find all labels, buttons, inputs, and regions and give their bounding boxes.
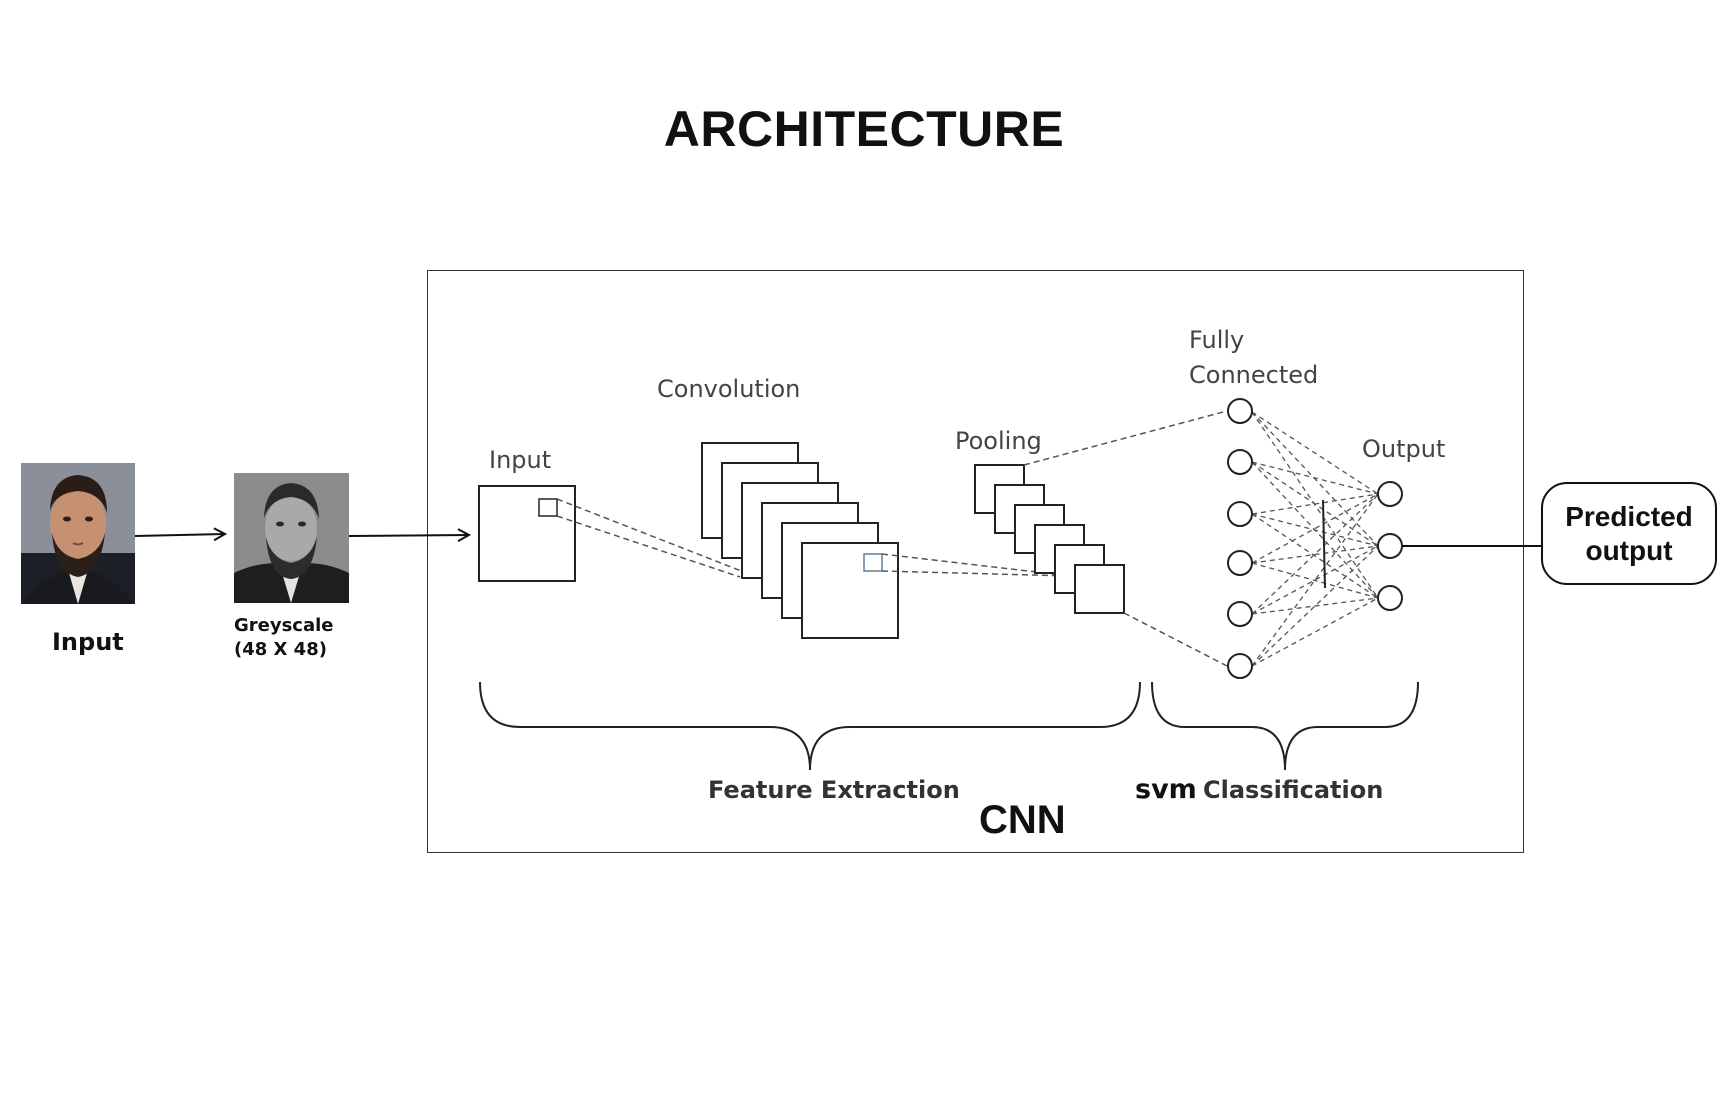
greyscale-label-line1: Greyscale <box>234 615 334 636</box>
cnn-frame <box>427 270 1524 853</box>
predicted-line1: Predicted <box>1565 500 1693 532</box>
classification-brace <box>1151 681 1419 771</box>
convolution-label: Convolution <box>657 375 800 403</box>
output-nodes <box>1377 481 1403 611</box>
cnn-input-label: Input <box>489 446 551 474</box>
greyscale-photo <box>234 473 349 603</box>
input-label: Input <box>52 628 124 656</box>
fully-connected-label-line1: Fully <box>1189 326 1244 354</box>
feature-extraction-label: Feature Extraction <box>708 776 960 804</box>
svm-label: svm <box>1135 774 1197 805</box>
conv-highlight-square <box>863 553 883 572</box>
predicted-line2: output <box>1585 534 1673 566</box>
feature-extraction-brace <box>479 681 1141 771</box>
fully-connected-label-line2: Connected <box>1189 361 1318 389</box>
page-title: ARCHITECTURE <box>663 101 1065 157</box>
pooling-stack <box>974 464 1125 614</box>
fc-to-output-connections <box>1251 411 1379 667</box>
fully-connected-nodes <box>1227 398 1253 679</box>
classification-label: Classification <box>1203 776 1383 804</box>
svm-separator-line <box>1322 499 1326 589</box>
cnn-input-square <box>478 485 576 582</box>
greyscale-label-line2: (48 X 48) <box>234 639 327 660</box>
pool-to-fc-lines <box>1023 410 1228 667</box>
arrow-greyscale-to-cnn <box>348 535 469 536</box>
predicted-output-box: Predicted output <box>1541 482 1717 585</box>
arrow-photo-to-greyscale <box>134 534 225 536</box>
convolution-stack <box>701 442 899 639</box>
input-photo <box>21 463 135 604</box>
output-label: Output <box>1362 435 1445 463</box>
cnn-label: CNN <box>979 798 1066 842</box>
pooling-label: Pooling <box>955 427 1042 455</box>
greyscale-label: Greyscale (48 X 48) <box>234 614 334 662</box>
input-receptive-field <box>538 498 558 517</box>
